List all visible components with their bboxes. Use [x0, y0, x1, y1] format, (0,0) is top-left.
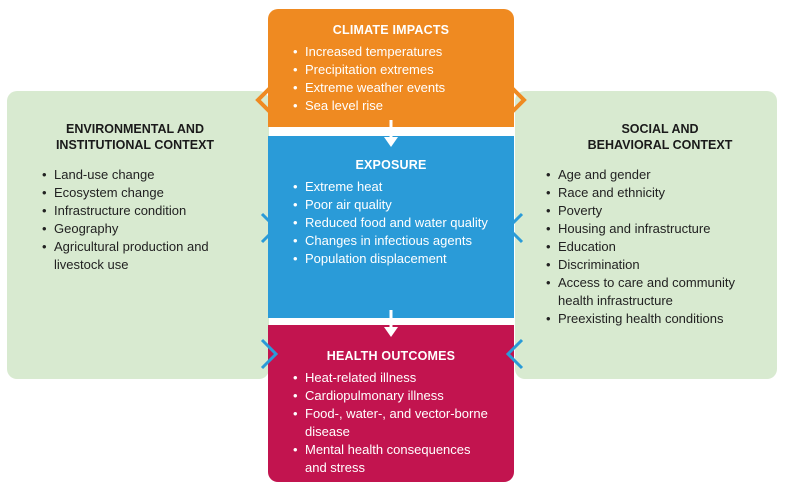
- exposure-box: EXPOSURE Extreme heat Poor air quality R…: [268, 136, 514, 318]
- exposure-item: Population displacement: [293, 250, 495, 268]
- social-context-item: Age and gender: [546, 166, 758, 184]
- exposure-item: Extreme heat: [293, 178, 495, 196]
- health-outcomes-box: HEALTH OUTCOMES Heat-related illness Car…: [268, 325, 514, 482]
- environmental-context-list: Land-use change Ecosystem change Infrast…: [30, 160, 244, 274]
- social-context-item: Discrimination: [546, 256, 758, 274]
- down-arrow-icon: [384, 120, 398, 147]
- social-context-list: Age and gender Race and ethnicity Povert…: [534, 160, 758, 328]
- social-context-item: Preexisting health conditions: [546, 310, 758, 328]
- climate-impacts-item: Precipitation extremes: [293, 61, 495, 79]
- right-chevron-icon: [508, 84, 527, 116]
- environmental-context-item: Infrastructure condition: [42, 202, 244, 220]
- exposure-title: EXPOSURE: [355, 158, 427, 172]
- exposure-item: Poor air quality: [293, 196, 495, 214]
- right-chevron-icon: [260, 212, 279, 244]
- exposure-item: Changes in infectious agents: [293, 232, 495, 250]
- climate-impacts-item: Increased temperatures: [293, 43, 495, 61]
- social-context-item: Race and ethnicity: [546, 184, 758, 202]
- health-outcomes-item: Cardiopulmonary illness: [293, 387, 495, 405]
- social-context-title: SOCIAL AND BEHAVIORAL CONTEXT: [587, 122, 733, 152]
- social-context-item: Poverty: [546, 202, 758, 220]
- left-chevron-icon: [255, 84, 274, 116]
- climate-impacts-item: Sea level rise: [293, 97, 495, 115]
- social-context-item: Access to care and community health infr…: [546, 274, 758, 310]
- social-context-item: Housing and infrastructure: [546, 220, 758, 238]
- environmental-context-item: Ecosystem change: [42, 184, 244, 202]
- climate-impacts-box: CLIMATE IMPACTS Increased temperatures P…: [268, 9, 514, 127]
- social-context-item: Education: [546, 238, 758, 256]
- left-chevron-icon: [505, 338, 524, 370]
- environmental-context-item: Land-use change: [42, 166, 244, 184]
- health-outcomes-item: Food-, water-, and vector-borne disease: [293, 405, 495, 441]
- right-chevron-icon: [260, 338, 279, 370]
- environmental-context-item: Geography: [42, 220, 244, 238]
- exposure-item: Reduced food and water quality: [293, 214, 495, 232]
- environmental-context-title: ENVIRONMENTAL AND INSTITUTIONAL CONTEXT: [55, 122, 215, 152]
- health-outcomes-item: Heat-related illness: [293, 369, 495, 387]
- climate-impacts-item: Extreme weather events: [293, 79, 495, 97]
- down-arrow-icon: [384, 310, 398, 337]
- environmental-context-item: Agricultural production and livestock us…: [42, 238, 244, 274]
- health-outcomes-item: Mental health consequences and stress: [293, 441, 495, 477]
- climate-impacts-title: CLIMATE IMPACTS: [332, 23, 450, 37]
- health-outcomes-title: HEALTH OUTCOMES: [326, 349, 456, 363]
- left-chevron-icon: [505, 212, 524, 244]
